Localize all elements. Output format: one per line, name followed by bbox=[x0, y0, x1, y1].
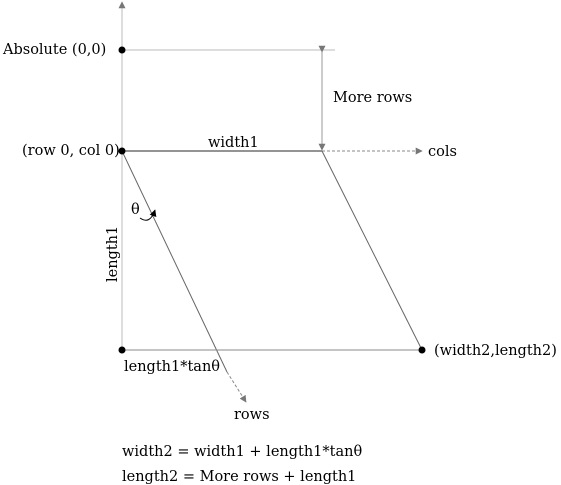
theta-label: θ bbox=[131, 202, 140, 218]
formula-width2: width2 = width1 + length1*tanθ bbox=[122, 444, 362, 460]
absolute-label: Absolute (0,0) bbox=[2, 42, 106, 58]
rows-axis bbox=[226, 371, 247, 403]
absolute-dot bbox=[118, 46, 126, 54]
rows-label: rows bbox=[234, 407, 270, 423]
length1-tan-label: length1*tanθ bbox=[124, 359, 220, 375]
origin-label: (row 0, col 0) bbox=[22, 143, 120, 159]
corner-dot bbox=[418, 346, 426, 354]
more-rows-label: More rows bbox=[333, 90, 412, 106]
width1-label: width1 bbox=[208, 135, 259, 151]
length1-label: length1 bbox=[105, 226, 121, 282]
corner-label: (width2,length2) bbox=[434, 343, 557, 359]
theta-arc bbox=[139, 209, 157, 221]
formula-length2: length2 = More rows + length1 bbox=[122, 469, 356, 485]
slanted-left-edge bbox=[121, 150, 228, 373]
cols-label: cols bbox=[428, 144, 457, 160]
slanted-right-edge bbox=[321, 150, 423, 351]
origin-dot bbox=[118, 147, 126, 155]
bottom-left-dot bbox=[118, 346, 126, 354]
